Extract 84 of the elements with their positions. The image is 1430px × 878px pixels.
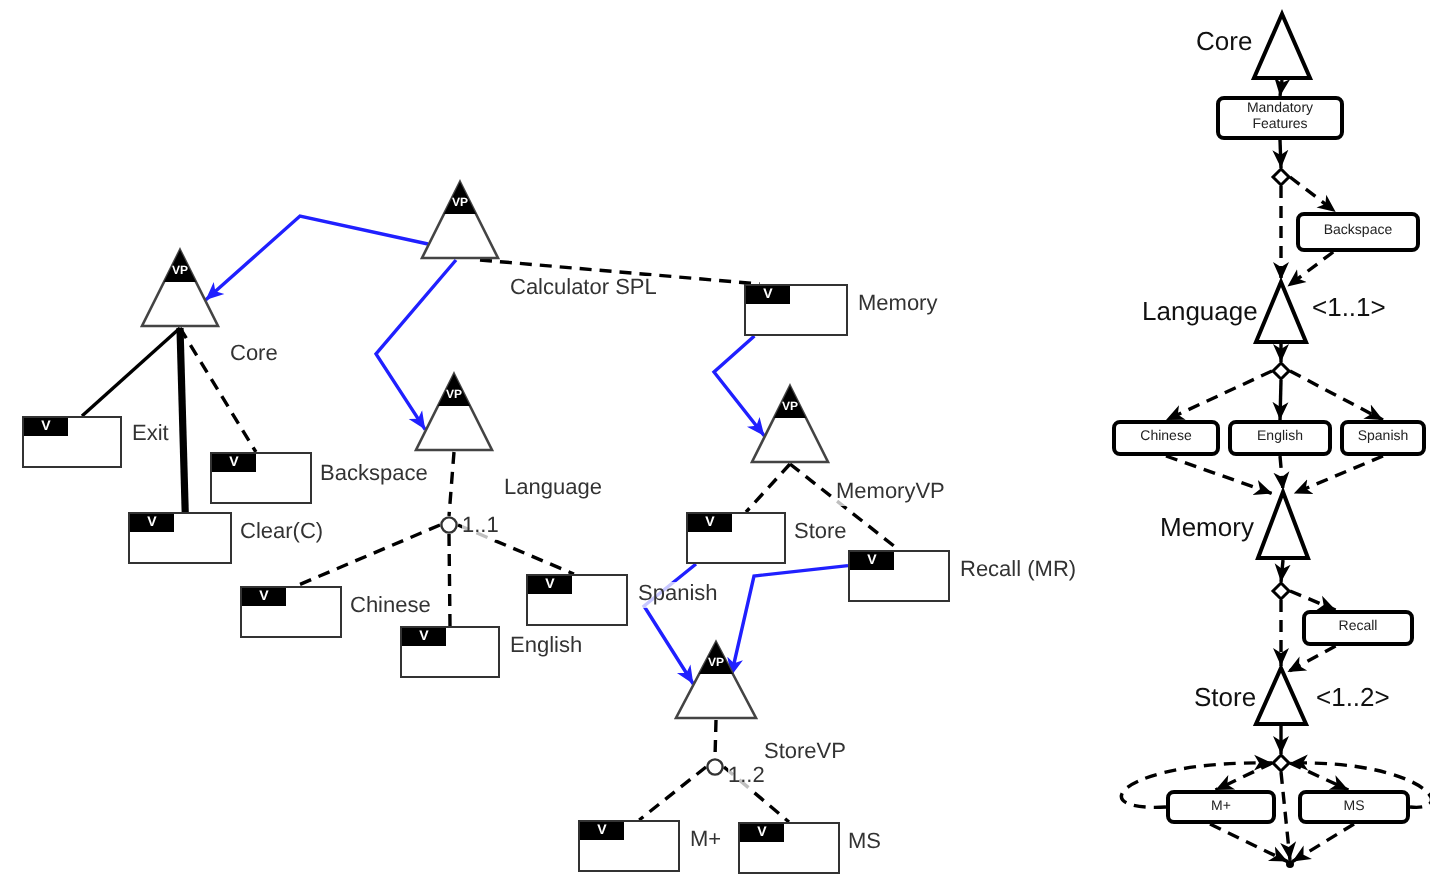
feature-label: Language [1142,296,1258,326]
connector-line [638,765,708,822]
arrow [1165,454,1273,496]
feature-label: Recall (MR) [960,558,1077,584]
cardinality-label: <1..2> [1316,682,1390,712]
connector-line [447,451,456,517]
arrow [1272,139,1289,169]
arrow [373,258,458,431]
arrow [1291,822,1355,864]
arrow [1119,755,1272,809]
variation-point-triangle [140,248,220,328]
variant-box [578,820,680,872]
arrow [1273,186,1289,280]
arrow [1272,379,1289,421]
arrow [1289,369,1384,422]
group-diamond [1272,168,1290,186]
cardinality-label: 1..1 [462,514,499,540]
arrow [727,563,849,677]
connector-line [744,462,792,514]
arrow [1165,369,1273,422]
variant-box [240,586,342,638]
feature-label: Core [1196,26,1253,56]
cardinality-label: <1..1> [1312,292,1386,322]
variation-point-triangle [414,372,494,452]
arrow [1214,761,1273,792]
connector-line [722,765,791,824]
feature-label: Memory [858,292,938,318]
variant-box [686,512,786,564]
connector-line [295,523,441,588]
arrow [1273,455,1290,491]
group-circle [440,516,458,534]
arrow [1273,600,1289,666]
arrow [1209,822,1289,864]
variation-point-triangle [420,180,500,260]
arrow [1286,250,1335,288]
connector-line [80,326,182,418]
arrow [1288,175,1337,214]
arrow [1279,771,1297,861]
variant-box [128,512,232,564]
group-diamond [1272,582,1290,600]
arrow [1286,644,1337,674]
arrow [1273,344,1289,362]
arrow [1274,77,1291,97]
variation-point-triangle [750,384,830,464]
cardinality-label: 1..2 [728,764,765,790]
arrow [711,334,766,438]
feature-label: Memory [1160,512,1254,542]
triangle [1254,280,1308,344]
variant-box [210,452,312,504]
feature-label: Clear(C) [240,520,324,546]
feature-label: Store [1194,682,1257,712]
arrow [1289,761,1350,792]
triangle [1252,12,1312,80]
triangle [1256,490,1310,560]
variant-box [22,416,122,468]
feature-label: English [510,634,583,660]
variant-box [744,284,848,336]
variant-box [738,822,840,874]
arrow [204,214,429,302]
arrow [1274,559,1291,583]
connector-line [447,534,452,626]
feature-label: Language [504,476,602,502]
group-circle [706,758,724,776]
feature-label: MemoryVP [836,480,945,506]
variant-box [848,550,950,602]
group-diamond [1272,362,1290,380]
connector-line [457,523,575,576]
variation-point-triangle [674,640,758,720]
connector-line [788,462,901,552]
arrow [641,562,698,685]
variant-box [400,626,500,678]
group-diamond [1272,754,1290,772]
feature-label: Spanish [638,582,718,608]
connector-line [176,327,189,513]
arrow [1273,726,1289,754]
connector-line [178,327,258,453]
connector-line [479,258,760,286]
arrow [1289,589,1337,612]
variant-box [526,574,628,626]
feature-label: Backspace [320,462,428,488]
merge-point [1286,860,1294,868]
triangle [1254,666,1308,726]
arrow [1290,755,1430,809]
arrow [1293,454,1384,496]
